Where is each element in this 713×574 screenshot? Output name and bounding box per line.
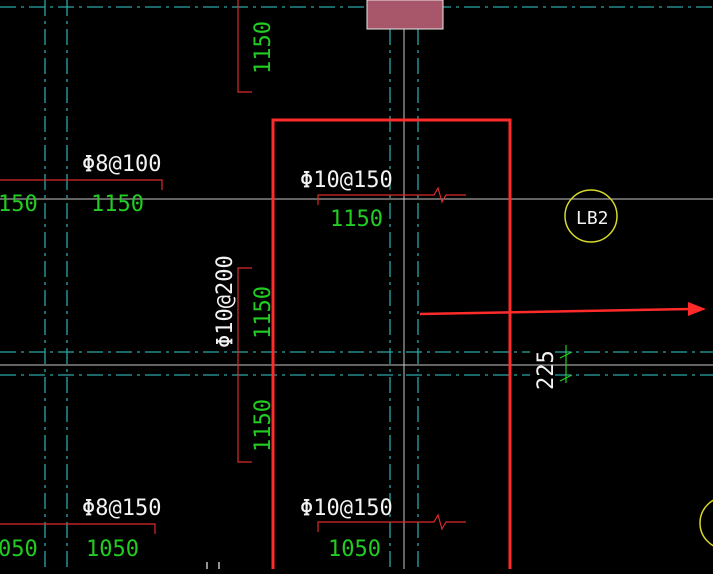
slab-tag-circle <box>564 189 618 243</box>
dimension-label: 1050 <box>328 537 381 562</box>
partial-tag-circle <box>699 499 713 547</box>
dimension-label: 225 <box>534 350 559 390</box>
rebar-label-vertical: Φ10@200 <box>213 255 238 348</box>
drawing-labels: Φ8@100 Φ10@150 Φ8@150 Φ10@150 Φ10@200 LB… <box>0 21 609 562</box>
rebar-label: Φ8@100 <box>82 152 161 177</box>
dimension-label: 150 <box>0 192 38 217</box>
dimension-label: 1150 <box>251 399 276 452</box>
rebar-label: Φ10@150 <box>300 168 393 193</box>
rebar-lines <box>0 0 466 534</box>
clipped-mark <box>206 562 220 569</box>
dimension-label: 1150 <box>91 192 144 217</box>
rebar-label: Φ10@150 <box>300 496 393 521</box>
dimension-label: 1150 <box>251 286 276 339</box>
highlight-rectangle <box>271 118 512 569</box>
pointer-arrow <box>419 302 706 316</box>
dimension-label: 050 <box>0 537 38 562</box>
dimension-label: 1150 <box>251 21 276 74</box>
rebar-label: Φ8@150 <box>82 496 161 521</box>
dim-tick-225 <box>559 345 573 383</box>
column-block <box>366 0 444 30</box>
slab-tag-label: LB2 <box>576 208 609 229</box>
dimension-label: 1050 <box>86 537 139 562</box>
dimension-label: 1150 <box>330 207 383 232</box>
